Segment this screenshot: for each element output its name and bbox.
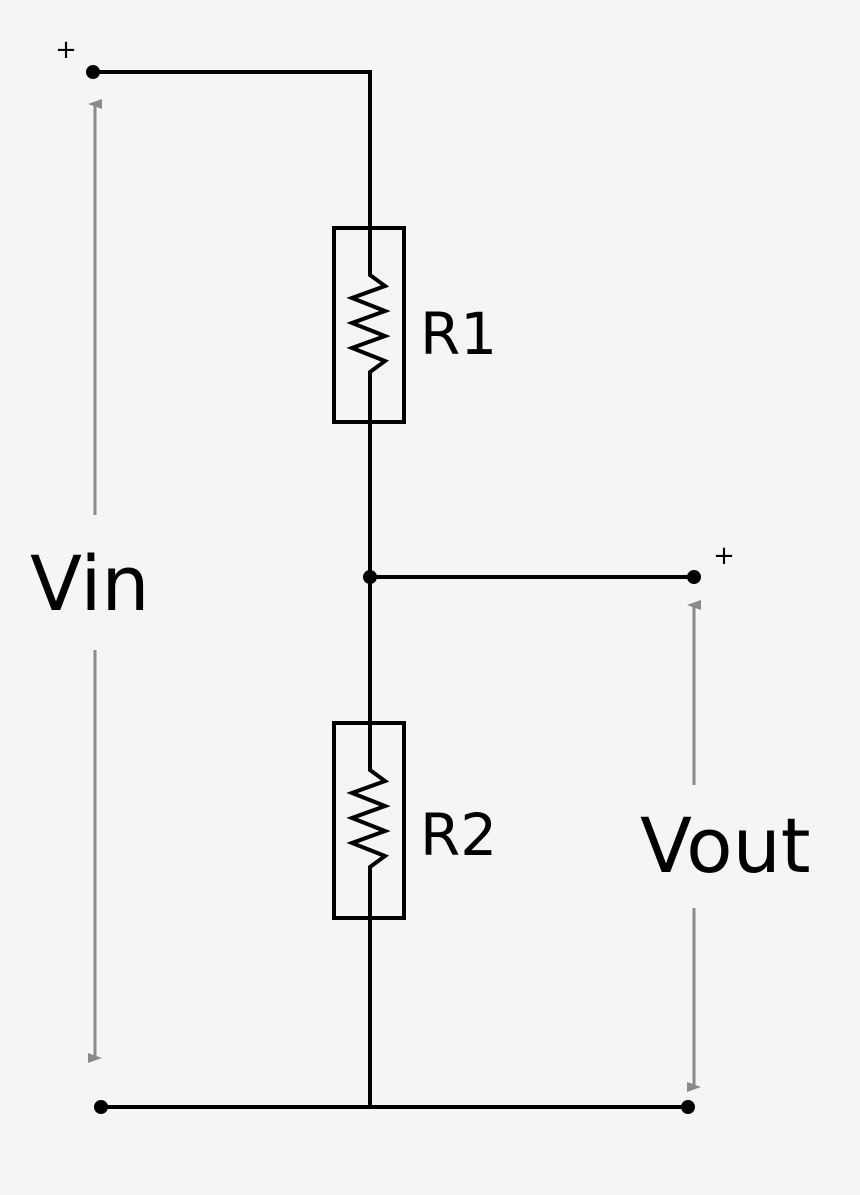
vout-ground-terminal	[681, 1100, 695, 1114]
resistor-r2	[332, 721, 406, 920]
voltage-arrows	[88, 99, 701, 1092]
resistor-r1-zigzag	[346, 228, 391, 422]
vout-label: Vout	[640, 801, 811, 890]
terminals	[86, 65, 701, 1114]
vin-label: Vin	[30, 539, 150, 628]
wires	[91, 70, 696, 1109]
r1-label: R1	[420, 300, 497, 368]
vout-positive-terminal	[687, 570, 701, 584]
vin-positive-terminal	[86, 65, 100, 79]
resistor-r2-zigzag	[346, 723, 391, 918]
vin-ground-terminal	[94, 1100, 108, 1114]
resistor-r1	[332, 226, 406, 424]
vin-plus-sign: +	[55, 35, 77, 65]
r2-label: R2	[420, 801, 497, 869]
vout-plus-sign: +	[713, 541, 735, 571]
top-wire	[91, 70, 372, 230]
junction-dot	[363, 570, 377, 584]
